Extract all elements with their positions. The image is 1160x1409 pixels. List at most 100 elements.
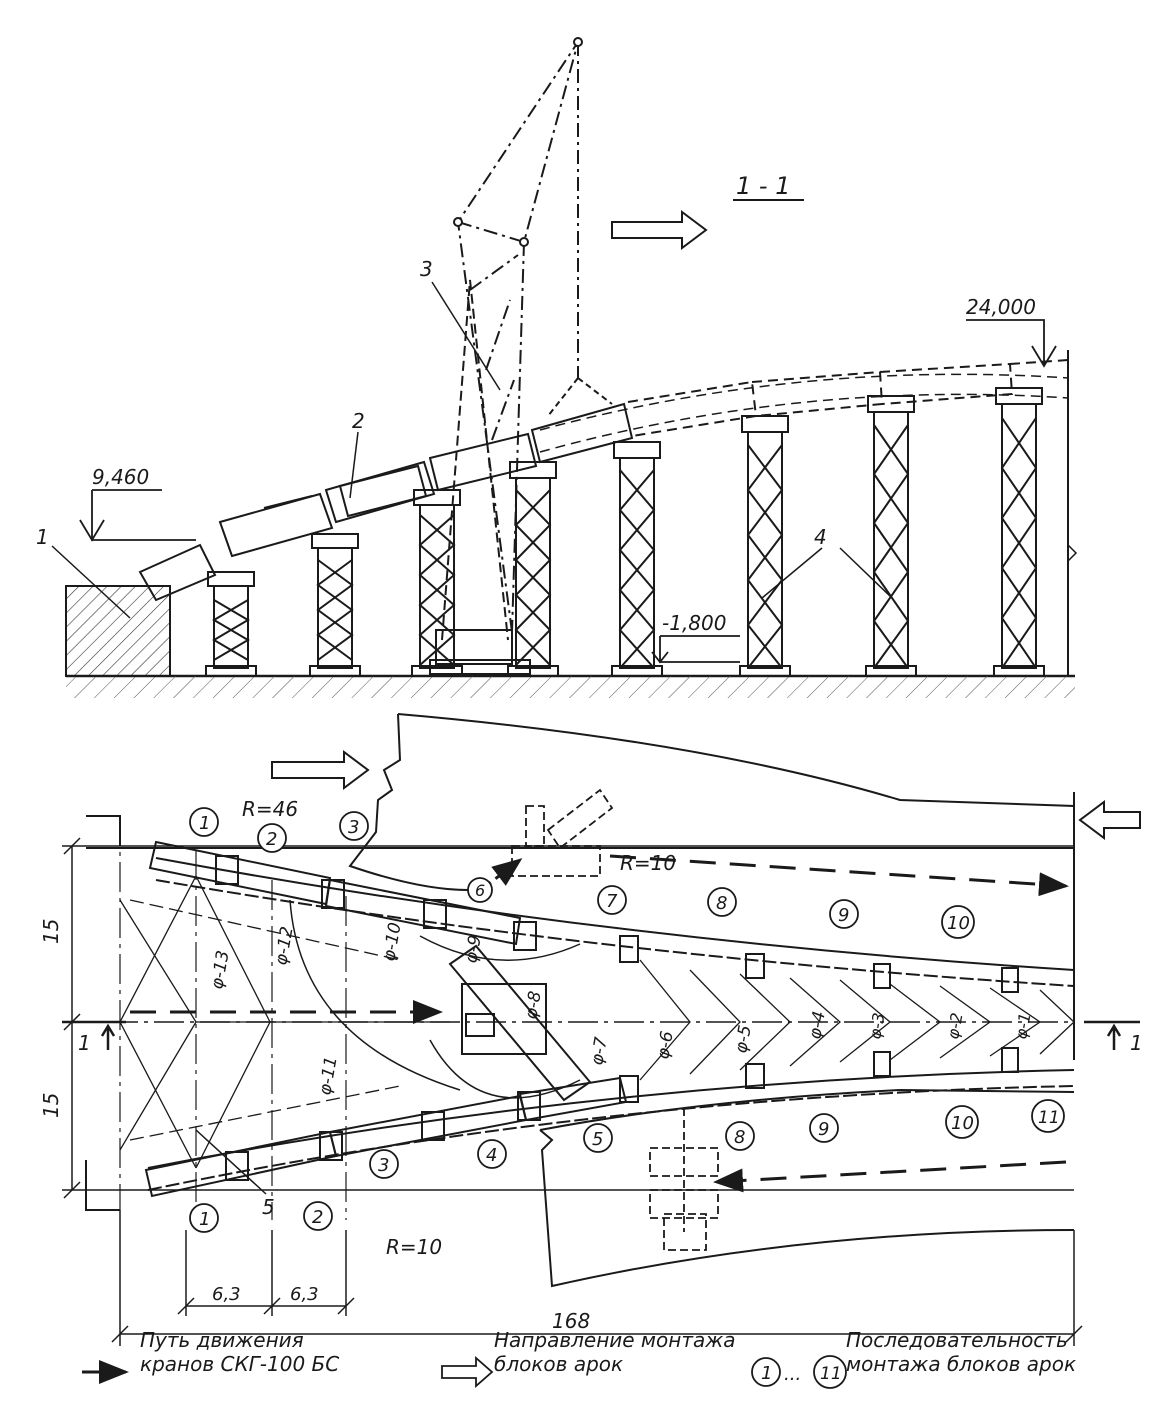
legend-direction: Направление монтажа блоков арок (494, 1328, 736, 1376)
svg-text:9: 9 (838, 905, 849, 926)
arc-r10-bottom (429, 1039, 581, 1099)
sequence-marker: 2 (257, 823, 287, 853)
level-marks (79, 319, 1057, 664)
support-towers (205, 387, 1045, 677)
legend-graphics (82, 1355, 847, 1389)
label-crane: 3 (420, 257, 433, 281)
truss-label: φ-3 (865, 1011, 888, 1040)
truss-label: φ-10 (379, 921, 405, 963)
dim-total-length: 168 (552, 1309, 590, 1333)
truss-web-dashed (129, 899, 401, 1141)
truss-web (119, 875, 1075, 1169)
crane-path-arrows (130, 854, 1069, 1193)
crane-plan-top (511, 788, 614, 877)
support-tower (205, 571, 257, 677)
svg-text:10: 10 (947, 913, 970, 934)
svg-text:9: 9 (818, 1119, 829, 1140)
section-mark-left: 1 (78, 1031, 91, 1055)
sequence-marker: 9 (829, 899, 859, 929)
truss-label: φ-7 (587, 1035, 612, 1066)
existing-building (65, 585, 171, 677)
legend-range-start: 1 (761, 1363, 772, 1384)
svg-text:6: 6 (475, 881, 485, 900)
plan-view (62, 713, 1141, 1346)
mounting-direction-arrow (611, 210, 708, 250)
section-title: 1 - 1 (736, 172, 790, 200)
sequence-marker: 5 (583, 1123, 613, 1153)
svg-text:11: 11 (1038, 1108, 1060, 1128)
truss-label: φ-12 (271, 925, 297, 967)
radius-r46: R=46 (242, 797, 298, 821)
sequence-marker: 9 (809, 1113, 839, 1143)
label-building: 1 (36, 525, 49, 549)
section-mark-right: 1 (1130, 1031, 1143, 1055)
arch-blocks (138, 402, 634, 602)
level-low: 9,460 (92, 465, 149, 489)
legend-sequence: Последовательность монтажа блоков арок (846, 1328, 1077, 1376)
truss-label: φ-11 (315, 1055, 341, 1097)
svg-text:7: 7 (606, 891, 618, 912)
sequence-marker: 11 (1031, 1099, 1065, 1133)
svg-text:8: 8 (716, 893, 727, 914)
sequence-marker: 10 (945, 1105, 979, 1139)
svg-text:3: 3 (348, 817, 359, 838)
truss-label: φ-8 (521, 989, 546, 1020)
dim-spacing-1: 6,3 (212, 1284, 241, 1305)
truss-label: φ-9 (461, 934, 486, 965)
sequence-markers: 1 2 3 6 7 8 9 10 1 2 3 4 5 8 9 10 11 (189, 807, 1065, 1233)
section-cut-markers (62, 1020, 1140, 1050)
svg-text:2: 2 (312, 1207, 323, 1228)
sequence-marker: 8 (707, 887, 737, 917)
svg-text:8: 8 (734, 1127, 745, 1148)
svg-text:1: 1 (199, 813, 210, 834)
sequence-marker: 3 (339, 811, 369, 841)
dim-half-width-top: 15 (39, 919, 63, 944)
legend-hollow-arrow (441, 1356, 494, 1388)
sequence-marker: 10 (941, 905, 975, 939)
dimension-lines (63, 837, 1083, 1346)
legend-ellipsis: ... (784, 1364, 801, 1385)
dim-spacing-2: 6,3 (290, 1284, 319, 1305)
sequence-marker: 6 (467, 877, 493, 903)
arc-r10-top (419, 935, 581, 961)
truss-label: φ-1 (1011, 1011, 1034, 1040)
sequence-marker: 3 (369, 1149, 399, 1179)
arch-blocks-top-plan (148, 840, 1019, 993)
dim-half-width-bottom: 15 (39, 1093, 63, 1118)
sequence-marker: 8 (725, 1121, 755, 1151)
support-tower (611, 441, 663, 677)
truss-label: φ-6 (653, 1029, 678, 1060)
svg-text:4: 4 (486, 1145, 497, 1166)
mounting-direction-arrow-left (271, 750, 370, 790)
crane-plan-centre (448, 944, 592, 1102)
support-tower (739, 415, 791, 677)
sequence-marker: 2 (303, 1201, 333, 1231)
arch-blocks-future (539, 359, 1069, 453)
svg-text:5: 5 (592, 1129, 603, 1150)
legend-circle-start (751, 1357, 781, 1387)
leader-item-5 (195, 1129, 267, 1195)
sequence-marker: 7 (597, 885, 627, 915)
label-item-5: 5 (262, 1195, 275, 1219)
sequence-marker: 1 (189, 807, 219, 837)
ground-hatch (66, 676, 1075, 698)
legend-range-end: 11 (820, 1364, 842, 1384)
sequence-marker: 1 (189, 1203, 219, 1233)
arch-blocks-bottom-plan (144, 1047, 1019, 1198)
truss-label: φ-4 (805, 1010, 830, 1041)
elevation-view (51, 37, 1078, 698)
radius-r10-top: R=10 (620, 851, 676, 875)
svg-text:1: 1 (199, 1209, 210, 1230)
support-tower (411, 489, 463, 677)
level-high: 24,000 (966, 295, 1036, 319)
level-ground: -1,800 (662, 611, 726, 635)
truss-label: φ-13 (207, 949, 233, 991)
arc-r46 (289, 899, 461, 1091)
crane-plan-bottom (649, 1108, 719, 1251)
support-tower (993, 387, 1045, 677)
svg-text:2: 2 (266, 829, 277, 850)
label-supports: 4 (814, 525, 827, 549)
legend-circle-end (813, 1355, 847, 1389)
leader-lines (51, 281, 893, 619)
